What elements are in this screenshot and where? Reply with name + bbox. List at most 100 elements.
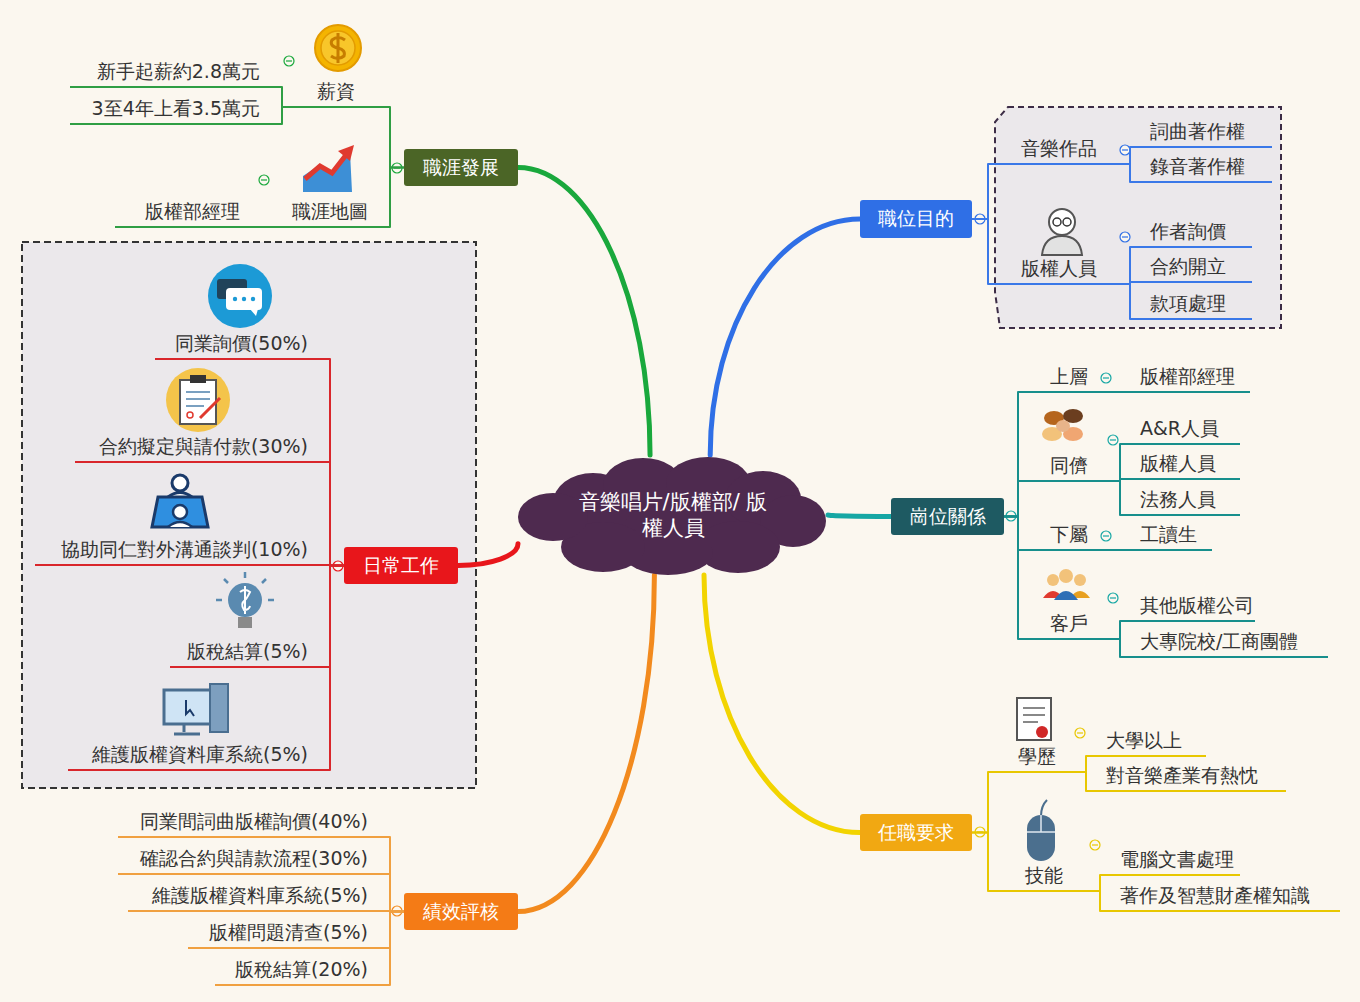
topic-text: 著作及智慧財產權知識 [1120, 883, 1310, 909]
mouse-icon [1027, 800, 1055, 861]
collapse-marker [1103, 535, 1109, 536]
negotiation-icon [173, 505, 187, 519]
mouse-icon [1027, 815, 1055, 832]
topic-text: 版權人員 [1140, 451, 1216, 477]
sub-topic: 版權部經理 [1120, 363, 1250, 393]
topic-text: 版權部經理 [145, 199, 240, 225]
topic-text: 新手起薪約2.8萬元 [97, 59, 260, 85]
bracket-line [972, 772, 988, 833]
coin-icon [315, 25, 361, 71]
bracket-line [1004, 517, 1018, 640]
sub-topic: 大學以上 [1086, 727, 1206, 757]
branch-topic: 任職要求 [860, 814, 972, 851]
topic-text: 大學以上 [1106, 728, 1182, 754]
topic-text: 職涯地圖 [292, 199, 368, 225]
sub-topic: A&R人員 [1120, 415, 1240, 445]
sub-topic: 新手起薪約2.8萬元 [70, 58, 282, 88]
collapse-marker [1120, 232, 1130, 242]
topic-text: 同業詢價(50%) [175, 331, 308, 357]
topic-text: 版權部經理 [1140, 364, 1235, 390]
sub-topic: 維護版權資料庫系統(5%) [128, 882, 390, 912]
negotiation-icon [152, 497, 208, 527]
collapse-marker [286, 60, 292, 61]
contract-icon [187, 412, 193, 418]
coin-icon [315, 25, 361, 71]
hands-icon [1056, 420, 1070, 432]
computer-icon [186, 700, 194, 716]
bracket-line [972, 833, 988, 892]
bracket-line [972, 164, 988, 219]
collapse-marker [1108, 435, 1118, 445]
branch-topic: 職涯發展 [404, 149, 518, 186]
branch-curve [704, 575, 860, 833]
certificate-icon [1036, 726, 1048, 738]
topic-text: 崗位關係 [910, 504, 986, 530]
topic-text: 版權問題清查(5%) [209, 920, 368, 946]
collapse-marker [284, 56, 294, 66]
bracket-line [1004, 481, 1018, 517]
sub-topic: 同業詢價(50%) [155, 330, 330, 360]
topic-text: 薪資 [317, 79, 355, 105]
topic-text: 錄音著作權 [1150, 154, 1245, 180]
branch-curve [710, 219, 860, 455]
collapse-marker [1122, 236, 1128, 237]
chart-icon [303, 152, 352, 192]
collapse-marker [259, 175, 269, 185]
topic-text: 上層 [1050, 364, 1088, 390]
sub-topic: 版稅結算(20%) [215, 956, 390, 986]
collapse-marker [1077, 732, 1083, 733]
sub-topic: 版權人員 [1120, 450, 1240, 480]
sub-topic: 版權問題清查(5%) [188, 919, 390, 949]
chat-icon [208, 264, 272, 328]
topic-text: 確認合約與請款流程(30%) [140, 846, 368, 872]
chat-icon [226, 288, 262, 310]
contract-icon [200, 398, 220, 418]
sub-topic: 著作及智慧財產權知識 [1100, 882, 1340, 912]
collapse-marker [1108, 593, 1118, 603]
sub-topic: 對音樂產業有熱忱 [1086, 762, 1286, 792]
branch-curve [458, 544, 518, 566]
boundary-frame [995, 107, 1281, 328]
mouse-icon [1041, 800, 1047, 816]
sub-topic: 工讀生 [1120, 521, 1212, 551]
bracket-line [390, 912, 404, 986]
collapse-marker [1103, 377, 1109, 378]
topic-text: 任職要求 [878, 820, 954, 846]
topic-text: 版權人員 [1021, 256, 1097, 282]
sub-topic: 上層 [1018, 363, 1120, 393]
sub-topic: 作者詢價 [1130, 218, 1252, 248]
topic-text: 款項處理 [1150, 291, 1226, 317]
topic-text: 下屬 [1050, 522, 1088, 548]
sub-topic: 款項處理 [1130, 290, 1252, 320]
chat-icon [251, 297, 255, 301]
sub-topic: 電腦文書處理 [1100, 846, 1240, 876]
contract-icon [166, 368, 230, 432]
collapse-marker [1090, 840, 1100, 850]
computer-icon [174, 724, 200, 734]
topic-text: 大專院校/工商團體 [1140, 629, 1298, 655]
branch-topic: 崗位關係 [891, 498, 1004, 535]
bulb-icon [238, 617, 252, 628]
topic-text: 學歷 [1018, 744, 1056, 770]
topic-text: 詞曲著作權 [1150, 119, 1245, 145]
chat-icon [250, 309, 258, 316]
bracket-line [390, 107, 404, 168]
certificate-icon [1017, 698, 1051, 740]
sub-topic: 其他版權公司 [1120, 592, 1255, 622]
computer-icon [164, 690, 214, 724]
branch-curve [828, 515, 891, 517]
collapse-marker [261, 179, 267, 180]
negotiation-icon [168, 522, 192, 527]
sub-topic: 客戶 [1018, 610, 1120, 640]
chart-icon [305, 155, 346, 179]
contract-icon [186, 392, 210, 406]
topic-text: 維護版權資料庫系統(5%) [92, 742, 308, 768]
collapse-marker [1101, 531, 1111, 541]
sub-topic: 音樂作品 [988, 135, 1130, 165]
sub-topic: 維護版權資料庫系統(5%) [68, 741, 330, 771]
sub-topic: 版稅結算(5%) [170, 638, 330, 668]
topic-text: 合約開立 [1150, 254, 1226, 280]
sub-topic: 版權人員 [988, 255, 1130, 285]
topic-text: 3至4年上看3.5萬元 [92, 96, 260, 122]
